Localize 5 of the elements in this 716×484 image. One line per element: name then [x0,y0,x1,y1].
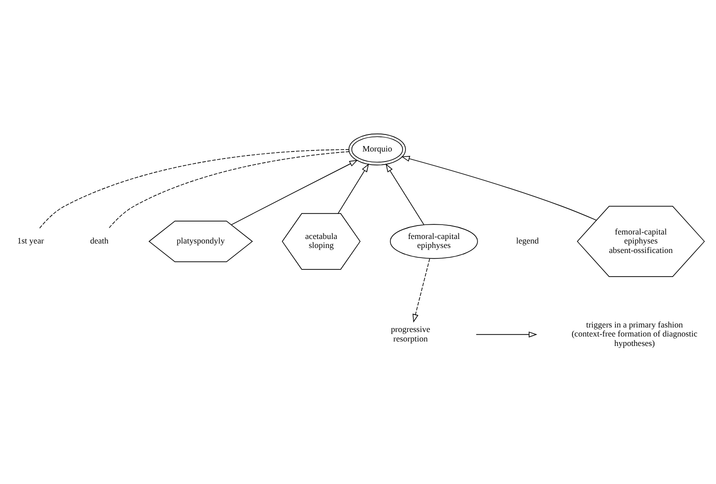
legend-label: triggers in a primary fashion (context-free formation of diagnostic hypotheses) [572,318,698,348]
node-text: death [90,235,109,246]
node-text: progressive resorption [390,324,430,343]
label: legend [516,235,539,246]
node-text: 1st year [17,235,44,246]
